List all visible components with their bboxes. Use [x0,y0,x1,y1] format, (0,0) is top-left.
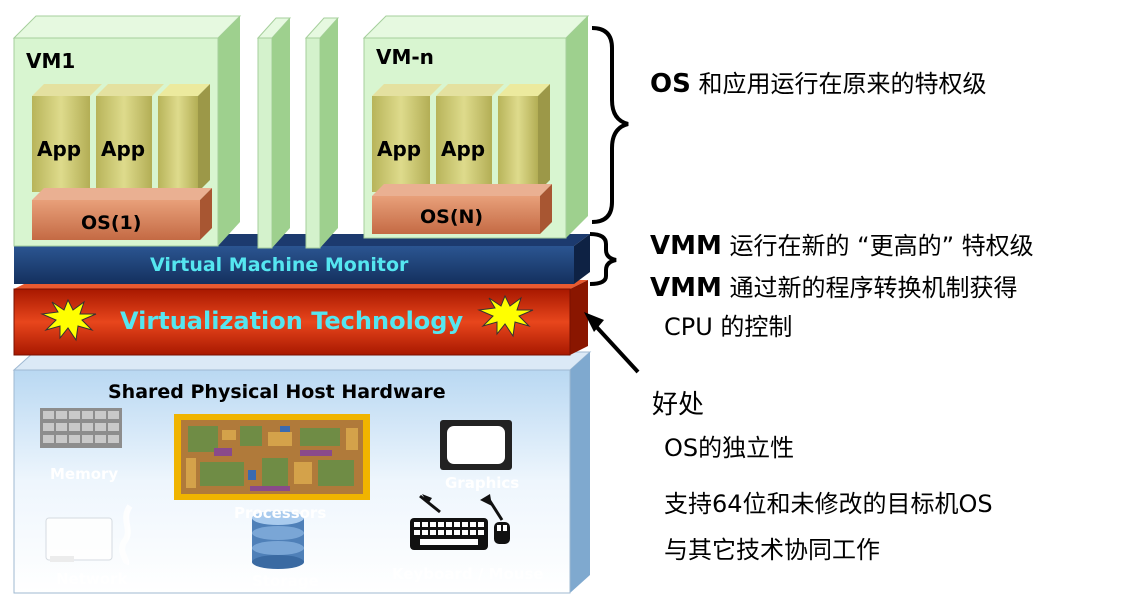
vmn-os-block [372,184,552,234]
vmn-label: VM-n [376,45,434,69]
benefit-1: OS的独立性 [664,434,795,462]
vm1-app-1-label: App [37,137,82,161]
vmn-box [362,15,590,239]
vm1-os-block [32,188,212,240]
virtualization-diagram [12,15,640,594]
virtualization-technology-bar [13,280,588,356]
processor-icon [174,414,370,500]
os-brace [591,26,629,224]
vt-bar-label: Virtualization Technology [120,307,464,335]
vm1-label: VM1 [26,49,76,73]
vmn-app-3 [498,84,550,192]
graphics-label: Graphics [445,474,520,492]
storage-label: Storage [252,572,319,590]
vmm-note-1-text: 运行在新的 “更高的” 特权级 [729,232,1034,260]
benefit-2: 支持64位和未修改的目标机OS [664,490,993,518]
network-label: Network [56,570,128,588]
processors-label: Processors [234,504,327,522]
starburst-right-icon [477,294,534,338]
vmm-note-2-cont: CPU 的控制 [664,313,793,341]
os-note-prefix: OS [650,69,691,99]
vmn-app-2 [436,84,504,192]
benefits-title: 好处 [652,390,705,420]
benefit-arrow [584,312,640,374]
os-note: OS 和应用运行在原来的特权级 [650,64,986,99]
memory-icon [40,408,122,448]
hardware-title: Shared Physical Host Hardware [108,381,446,403]
hardware-box [12,351,592,594]
vmm-note-1: VMM 运行在新的 “更高的” 特权级 [650,226,1034,261]
keyboard-mouse-icon [410,494,510,550]
vmm-bar-label: Virtual Machine Monitor [150,254,409,276]
vmm-note-1-prefix: VMM [650,231,722,261]
storage-icon [252,511,304,569]
memory-label: Memory [50,465,119,483]
vm1-os-label: OS(1) [81,212,142,234]
network-icon [45,504,133,566]
vmm-note-2: VMM 通过新的程序转换机制获得 [650,268,1018,303]
vm1-app-3 [158,84,210,192]
benefit-3: 与其它技术协同工作 [664,536,880,564]
graphics-icon [440,420,512,470]
vmn-app-2-label: App [441,137,486,161]
os-note-text: 和应用运行在原来的特权级 [698,70,987,98]
vmm-note-2-prefix: VMM [650,273,722,303]
vm-slices [256,17,340,249]
vm1-app-2-label: App [101,137,146,161]
vmm-note-2-text: 通过新的程序转换机制获得 [729,274,1018,302]
keyboard-mouse-label: Keyboard / Mouse [392,565,544,583]
vm1-app-2 [96,84,164,192]
vm1-app-1 [32,84,102,192]
vmn-os-label: OS(N) [420,206,484,228]
starburst-left-icon [40,298,97,342]
vmn-app-1-label: App [377,137,422,161]
vmm-brace [589,232,617,286]
vm1-box [12,15,242,247]
vmn-app-1 [372,84,442,192]
